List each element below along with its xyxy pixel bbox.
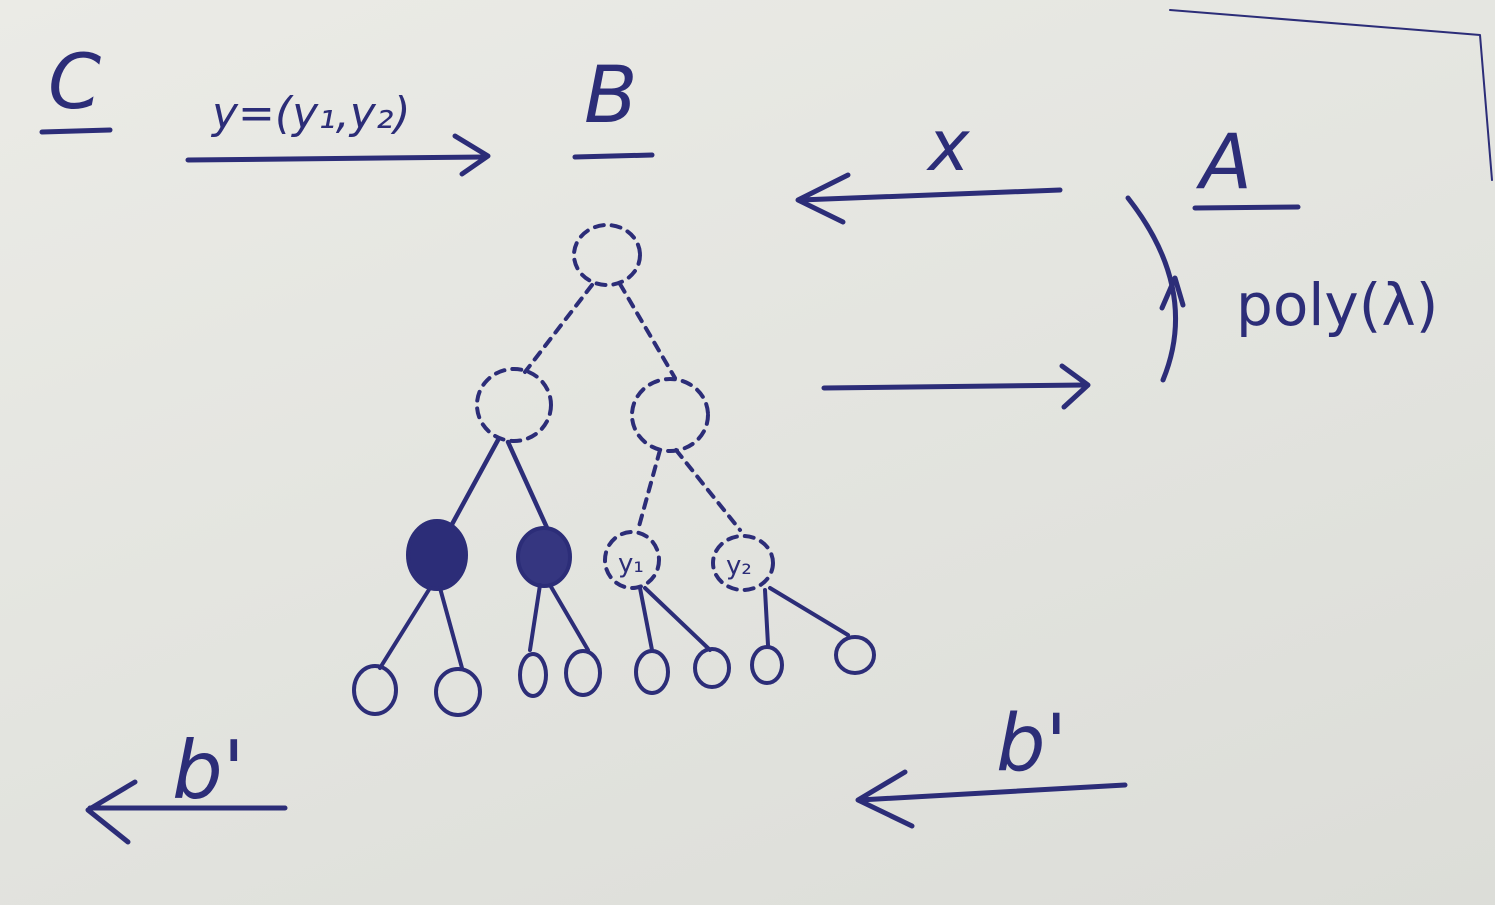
party-a-label: A: [1192, 117, 1301, 211]
poly-computation: poly(λ): [1125, 195, 1438, 383]
party-b-label: B: [572, 51, 655, 160]
tree: y₁ y₂: [352, 223, 876, 717]
tree-leaf-filled-2: [516, 526, 572, 588]
x-message-arrow: x: [795, 105, 1063, 225]
tree-bottom-leaf: [434, 667, 482, 717]
tree-bottom-leaf: [352, 664, 398, 716]
y-message-text: y=(y₁,y₂): [210, 88, 411, 139]
tree-leaf-filled-1: [406, 519, 468, 591]
y-message-arrow: y=(y₁,y₂): [185, 88, 491, 177]
paper-edge: [1169, 9, 1493, 181]
poly-text: poly(λ): [1236, 271, 1438, 339]
x-message-text: x: [926, 105, 970, 187]
party-c-text: C: [48, 37, 101, 126]
b-prime-left-text: b': [172, 724, 245, 817]
tree-leaf-y1-label: y₁: [618, 549, 644, 579]
tree-bottom-leaf: [564, 649, 602, 697]
tree-node-left: [475, 367, 553, 443]
b-prime-right-arrow: b': [855, 699, 1128, 829]
tree-bottom-leaf: [750, 645, 784, 685]
party-c-label: C: [39, 37, 113, 135]
tree-bottom-leaf: [834, 635, 876, 675]
tree-node-right: [630, 377, 710, 453]
tree-bottom-leaf: [518, 652, 548, 698]
tree-bottom-leaf: [693, 647, 731, 689]
tree-bottom-leaf: [634, 649, 670, 695]
tree-leaf-y2-label: y₂: [726, 551, 752, 581]
party-b-text: B: [584, 51, 638, 141]
party-a-text: A: [1195, 117, 1252, 206]
tree-leaf-y2: [711, 534, 775, 592]
b-prime-right-text: b': [996, 699, 1067, 789]
tree-root-node: [572, 223, 642, 287]
b-prime-left-arrow: b': [85, 724, 288, 845]
tree-leaf-y1: [603, 530, 661, 590]
b-to-a-arrow: [821, 363, 1091, 410]
